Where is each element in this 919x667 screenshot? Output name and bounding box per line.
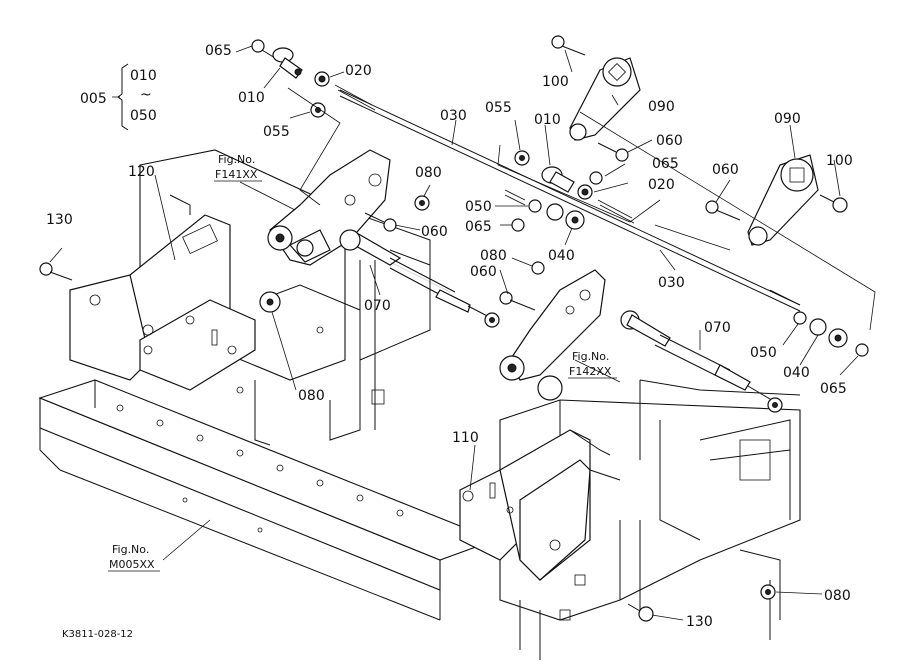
label-050: 050 bbox=[465, 199, 492, 215]
nut-080-lever bbox=[414, 195, 430, 211]
range-to-label: 050 bbox=[130, 108, 157, 124]
joint-040-right bbox=[809, 318, 848, 348]
cable-070-right bbox=[620, 310, 783, 413]
range-group: 005 010 ~ 050 bbox=[80, 63, 157, 131]
leader-lines bbox=[49, 45, 876, 621]
range-from-label: 010 bbox=[130, 68, 157, 84]
bracket-120 bbox=[69, 194, 256, 391]
label-010-mid: 010 bbox=[534, 112, 561, 128]
nut-065-mid bbox=[589, 171, 603, 185]
fig-ref-m005: Fig.No. M005XX bbox=[108, 543, 160, 572]
label-020: 020 bbox=[345, 63, 372, 79]
label-080-right: 080 bbox=[480, 248, 507, 264]
bolt-100-right bbox=[819, 194, 848, 213]
nut-020-topleft bbox=[314, 71, 330, 87]
label-020-mid: 020 bbox=[648, 177, 675, 193]
label-090: 090 bbox=[648, 99, 675, 115]
joint-040-left bbox=[546, 203, 585, 230]
label-010: 010 bbox=[238, 90, 265, 106]
rod-030 bbox=[334, 84, 801, 312]
washer-055-mid bbox=[514, 150, 530, 166]
label-055: 055 bbox=[263, 124, 290, 140]
fig-ref-code: F141XX bbox=[215, 168, 258, 181]
rod-end-050-right bbox=[793, 311, 807, 325]
fig-ref-prefix: Fig.No. bbox=[218, 153, 255, 166]
nut-065-left bbox=[511, 218, 525, 232]
drawing-code: K3811-028-12 bbox=[62, 629, 133, 640]
bolt-100-upper bbox=[551, 35, 586, 56]
label-030: 030 bbox=[440, 108, 467, 124]
nut-020-mid bbox=[577, 184, 593, 200]
nut-080-right bbox=[531, 261, 545, 275]
nut-080-bottom bbox=[760, 584, 776, 600]
label-080-bottom: 080 bbox=[824, 588, 851, 604]
lever-assembly-left bbox=[267, 149, 391, 266]
label-040: 040 bbox=[548, 248, 575, 264]
label-060-lever: 060 bbox=[421, 224, 448, 240]
label-070: 070 bbox=[364, 298, 391, 314]
bolt-060-right bbox=[705, 200, 741, 221]
label-060-right: 060 bbox=[712, 162, 739, 178]
nut-065-right bbox=[855, 343, 869, 357]
label-100: 100 bbox=[542, 74, 569, 90]
range-tilde: ~ bbox=[140, 87, 152, 103]
bolt-060-upper bbox=[597, 142, 629, 162]
label-030-right: 030 bbox=[658, 275, 685, 291]
fig-ref-code: F142XX bbox=[569, 365, 612, 378]
label-050-right: 050 bbox=[750, 345, 777, 361]
bracket-110 bbox=[459, 429, 611, 581]
bolt-130-right bbox=[627, 603, 654, 622]
part-labels: 065 010 020 055 030 055 010 100 090 060 … bbox=[46, 43, 853, 630]
rail-holes bbox=[116, 404, 404, 533]
fig-ref-prefix: Fig.No. bbox=[572, 350, 609, 363]
label-060: 060 bbox=[656, 133, 683, 149]
label-130: 130 bbox=[46, 212, 73, 228]
label-070-right: 070 bbox=[704, 320, 731, 336]
rod-end-050-left bbox=[504, 189, 542, 213]
lever-090-upper bbox=[569, 57, 641, 141]
fig-ref-prefix: Fig.No. bbox=[112, 543, 149, 556]
label-060-cable: 060 bbox=[470, 264, 497, 280]
label-065-right: 065 bbox=[820, 381, 847, 397]
label-065-left: 065 bbox=[465, 219, 492, 235]
nut-080-center bbox=[259, 291, 281, 313]
range-start-label: 005 bbox=[80, 91, 107, 107]
label-130-right: 130 bbox=[686, 614, 713, 630]
label-080: 080 bbox=[415, 165, 442, 181]
main-frame bbox=[38, 149, 801, 660]
label-110: 110 bbox=[452, 430, 479, 446]
joint-010-mid bbox=[541, 166, 575, 193]
lever-090-lower bbox=[747, 154, 819, 246]
bolt-060-cable bbox=[499, 291, 536, 311]
nut-065-topleft bbox=[251, 39, 276, 59]
label-080-center: 080 bbox=[298, 388, 325, 404]
label-100-right: 100 bbox=[826, 153, 853, 169]
bolt-130-left bbox=[39, 262, 73, 281]
label-065-mid: 065 bbox=[652, 156, 679, 172]
label-040-right: 040 bbox=[783, 365, 810, 381]
label-090-right: 090 bbox=[774, 111, 801, 127]
label-055-mid: 055 bbox=[485, 100, 512, 116]
cable-070-left bbox=[339, 229, 500, 328]
thread-rod-mid bbox=[597, 199, 635, 224]
fig-ref-code: M005XX bbox=[109, 558, 155, 571]
fig-ref-f142: Fig.No. F142XX bbox=[568, 350, 617, 379]
label-065: 065 bbox=[205, 43, 232, 59]
lever-assembly-right bbox=[499, 269, 606, 401]
joint-010-topleft bbox=[272, 47, 303, 79]
fig-ref-f141: Fig.No. F141XX bbox=[214, 153, 262, 182]
label-120: 120 bbox=[128, 164, 155, 180]
